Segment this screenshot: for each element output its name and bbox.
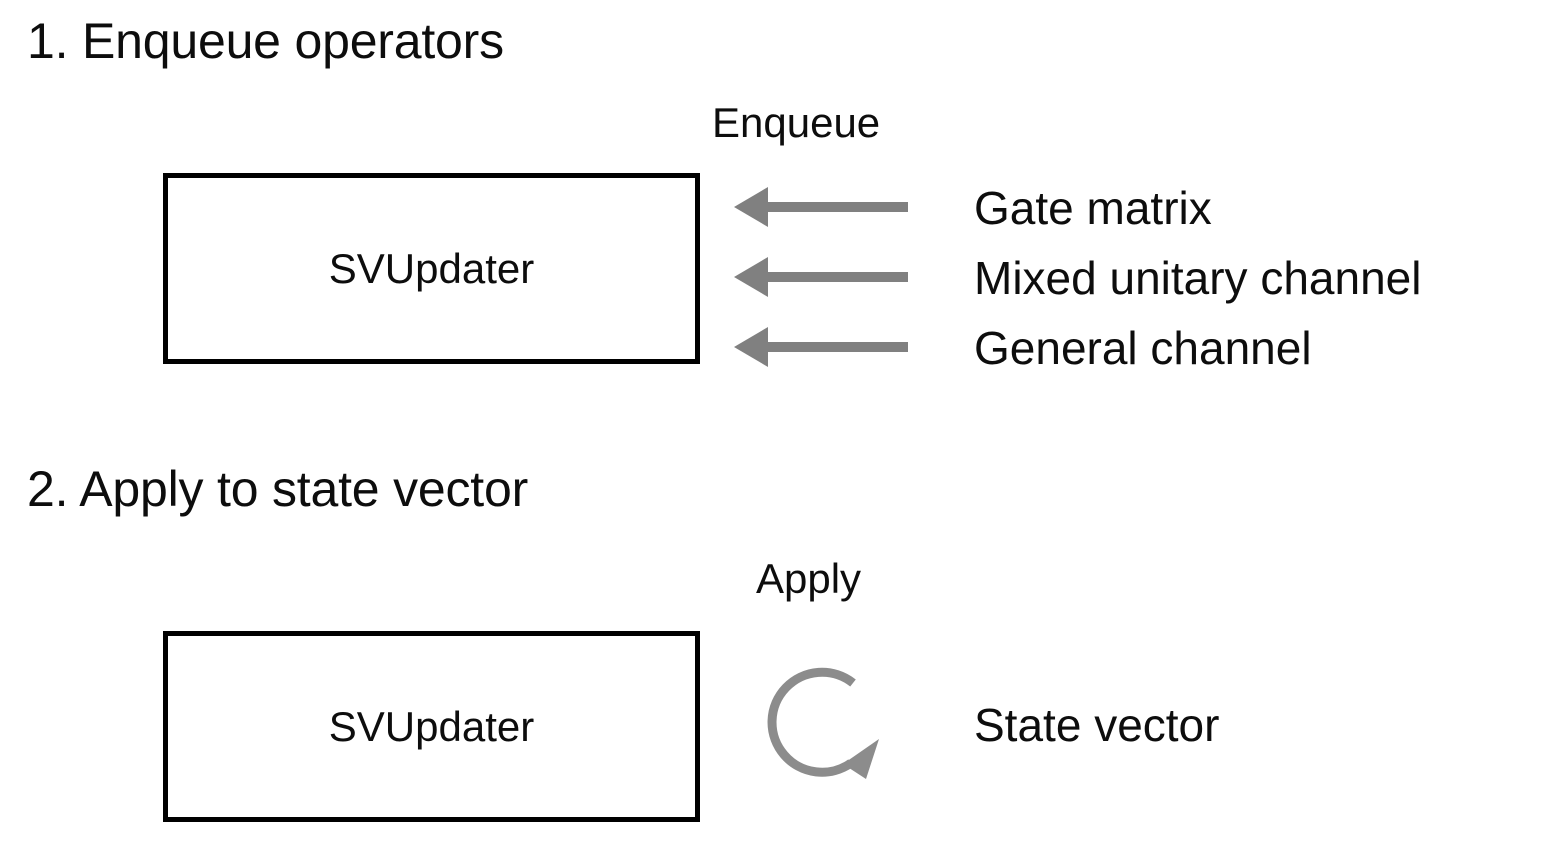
arrow-left-icon [734, 327, 908, 367]
apply-caption: Apply [756, 555, 862, 602]
svupdater-box-enqueue: SVUpdater [163, 173, 700, 364]
circular-arrow-icon [767, 667, 879, 779]
section-1-heading: 1. Enqueue operators [27, 13, 504, 69]
enqueue-caption: Enqueue [712, 99, 881, 146]
section-2-heading: 2. Apply to state vector [27, 461, 529, 517]
operator-label-mixed-unitary-channel: Mixed unitary channel [974, 252, 1422, 304]
operator-label-general-channel: General channel [974, 322, 1312, 374]
arrow-left-icon [734, 257, 908, 297]
svupdater-box-label: SVUpdater [328, 244, 535, 292]
svupdater-box-apply: SVUpdater [163, 631, 700, 822]
state-vector-label: State vector [974, 699, 1220, 751]
svupdater-box-label: SVUpdater [328, 702, 535, 750]
arrow-left-icon [734, 187, 908, 227]
operator-label-gate-matrix: Gate matrix [974, 182, 1212, 234]
